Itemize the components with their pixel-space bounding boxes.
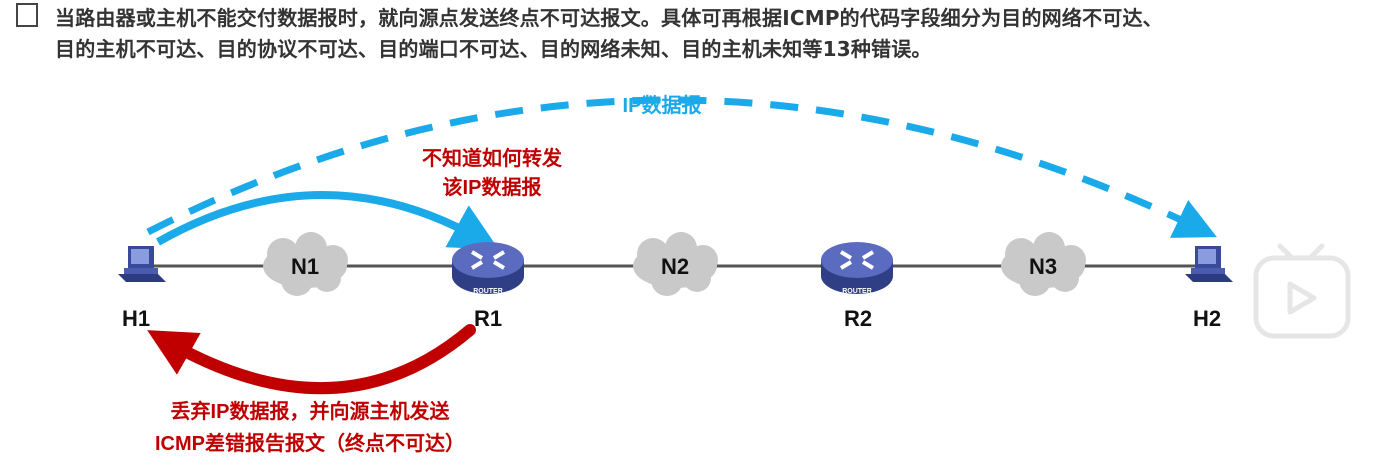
router-tag: ROUTER <box>473 288 503 295</box>
discard-line-1: 丢弃IP数据报，并向源主机发送 <box>171 399 451 423</box>
description-line-2: 目的主机不可达、目的协议不可达、目的端口不可达、目的网络未知、目的主机未知等13… <box>55 37 932 61</box>
icmp-error-return-arrow <box>147 324 476 395</box>
host-h2-icon <box>1185 246 1233 282</box>
ip-datagram-path-arrow <box>146 96 1217 238</box>
r2-label: R2 <box>844 306 872 331</box>
unknown-forward-line-2: 该IP数据报 <box>443 175 542 199</box>
router-r1-icon <box>450 240 526 296</box>
ip-datagram-label: IP数据报 <box>623 93 702 117</box>
router-tag: ROUTER <box>842 288 872 295</box>
router-r2-icon <box>819 240 895 296</box>
discard-line-2: ICMP差错报告报文（终点不可达） <box>155 431 465 455</box>
host-h1-icon <box>118 246 166 282</box>
n2-label: N2 <box>661 254 689 279</box>
r1-label: R1 <box>474 306 502 331</box>
unknown-forward-line-1: 不知道如何转发 <box>422 146 563 170</box>
n1-label: N1 <box>291 254 319 279</box>
h1-to-r1-arrow <box>156 191 499 250</box>
n3-label: N3 <box>1029 254 1057 279</box>
h1-label: H1 <box>122 306 150 331</box>
checkbox-bullet-icon <box>16 3 38 27</box>
description-line-1: 当路由器或主机不能交付数据报时，就向源点发送终点不可达报文。具体可再根据ICMP… <box>55 6 1163 30</box>
h2-label: H2 <box>1193 306 1221 331</box>
video-play-watermark-icon[interactable] <box>1253 243 1351 339</box>
